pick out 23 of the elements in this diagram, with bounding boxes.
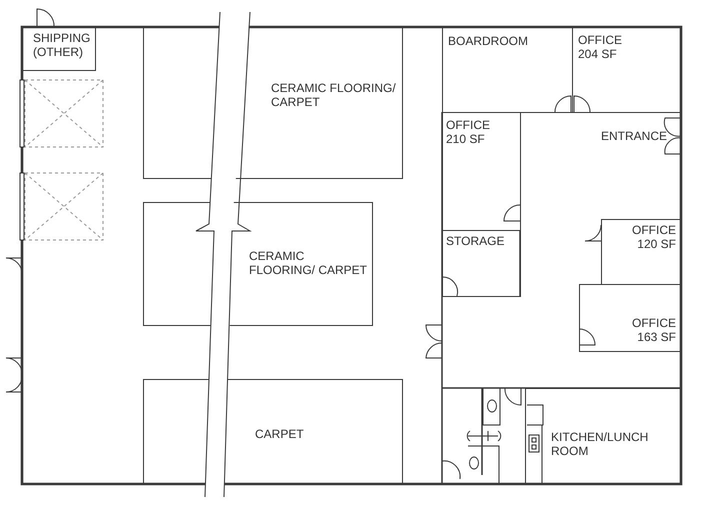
room-label: OFFICE bbox=[632, 223, 676, 237]
room-outline bbox=[579, 284, 681, 352]
room-outline bbox=[442, 27, 573, 113]
room-outline bbox=[22, 27, 96, 71]
room-label: OFFICE bbox=[632, 316, 676, 330]
room-label: CARPET bbox=[255, 427, 304, 441]
room-label: OFFICE bbox=[578, 33, 622, 47]
room-outline bbox=[143, 202, 373, 326]
room-outline bbox=[601, 219, 681, 285]
room-outline bbox=[442, 230, 521, 297]
room-label: KITCHEN/LUNCH ROOM bbox=[551, 430, 650, 458]
room-label: CERAMIC FLOORING/ CARPET bbox=[271, 81, 397, 109]
room-label: BOARDROOM bbox=[448, 34, 528, 48]
room-label: 204 SF bbox=[578, 47, 617, 61]
room-outline bbox=[442, 112, 521, 231]
room-label: STORAGE bbox=[446, 234, 504, 248]
room-label: 210 SF bbox=[446, 132, 485, 146]
area-label: ENTRANCE bbox=[601, 129, 668, 143]
room-label: 120 SF bbox=[637, 237, 676, 251]
room-label: OFFICE bbox=[446, 118, 490, 132]
room-label: CERAMIC FLOORING/ CARPET bbox=[249, 249, 368, 277]
room-label: SHIPPING (OTHER) bbox=[33, 31, 92, 59]
room-label: 163 SF bbox=[637, 330, 676, 344]
